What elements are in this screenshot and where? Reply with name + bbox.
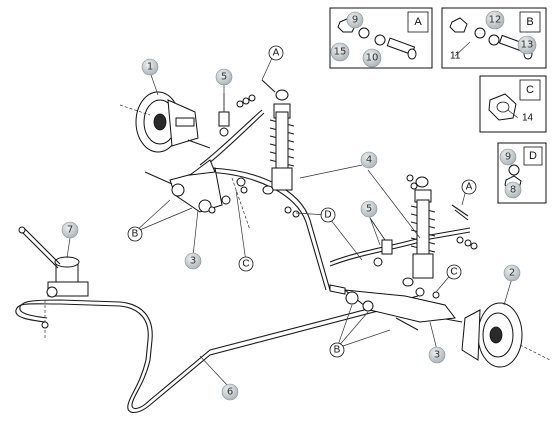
callout-3b: 3 (428, 346, 446, 364)
callout-3b-text: 3 (434, 350, 440, 361)
callout-6-text: 6 (227, 387, 233, 398)
callout-4: 4 (360, 151, 378, 169)
callout-12: 12 (485, 10, 505, 30)
callout-1: 1 (141, 58, 159, 76)
callout-9b-text: 9 (505, 152, 511, 163)
ref-c-left: C (238, 256, 254, 272)
ref-b-left-text: B (132, 229, 139, 240)
ref-a-left: A (268, 45, 284, 61)
callout-6: 6 (221, 383, 239, 401)
callout-5a-text: 5 (221, 72, 227, 83)
callout-15-text: 15 (334, 47, 347, 58)
callout-10-text: 10 (366, 53, 379, 64)
ref-b-right-text: B (334, 345, 341, 356)
callout-4-text: 4 (366, 155, 372, 166)
hardware-left (231, 94, 300, 231)
label-14: 14 (522, 113, 534, 124)
shock-left (261, 79, 295, 195)
callout-9b: 9 (499, 148, 517, 166)
ref-a-left-text: A (273, 48, 280, 59)
callout-8: 8 (504, 181, 522, 199)
callout-9a-text: 9 (352, 15, 358, 26)
ref-a-right: A (461, 179, 477, 195)
callout-5a: 5 (215, 68, 233, 86)
callout-13-text: 13 (521, 40, 534, 51)
ref-d: D (320, 207, 336, 223)
control-arm-right (329, 284, 456, 331)
callout-12-text: 12 (489, 15, 502, 26)
callout-2-text: 2 (509, 268, 515, 279)
ref-c-left-text: C (242, 259, 249, 270)
inset-a-letter: A (414, 16, 422, 28)
inset-d-letter: D (529, 150, 537, 162)
ref-d-text: D (324, 210, 331, 221)
callout-5b: 5 (360, 200, 378, 218)
hardware-right (406, 174, 478, 299)
callout-9a: 9 (346, 11, 364, 29)
inset-b-letter: B (526, 16, 533, 28)
callout-15: 15 (330, 42, 350, 62)
inset-c-letter: C (526, 84, 534, 96)
callout-3a: 3 (184, 252, 202, 270)
callout-10: 10 (362, 48, 382, 68)
ref-a-right-text: A (466, 182, 473, 193)
leader-lines (66, 41, 519, 386)
callout-7: 7 (61, 221, 79, 239)
callout-8-text: 8 (510, 185, 516, 196)
master-cylinder (18, 226, 89, 340)
label-11: 11 (450, 51, 461, 62)
ref-b-left: B (127, 226, 143, 242)
callout-2: 2 (503, 264, 521, 282)
callout-bubbles: 1 2 3 3 4 5 5 6 7 8 9 9 10 12 13 15 (61, 10, 537, 401)
letter-refs: A A B B C C D (127, 45, 477, 358)
ref-c-right: C (446, 264, 462, 280)
ref-c-right-text: C (450, 267, 457, 278)
fitting-right (369, 217, 393, 267)
callout-13: 13 (517, 35, 537, 55)
callout-5b-text: 5 (366, 204, 372, 215)
callout-1-text: 1 (147, 62, 153, 73)
shock-right (402, 176, 469, 287)
control-arm-left (144, 159, 231, 214)
hub-right (439, 302, 551, 368)
callout-3a-text: 3 (190, 256, 196, 267)
inset-box-c: C (479, 75, 547, 133)
hub-left (119, 91, 211, 153)
callout-7-text: 7 (67, 225, 73, 236)
ref-b-right: B (329, 342, 345, 358)
